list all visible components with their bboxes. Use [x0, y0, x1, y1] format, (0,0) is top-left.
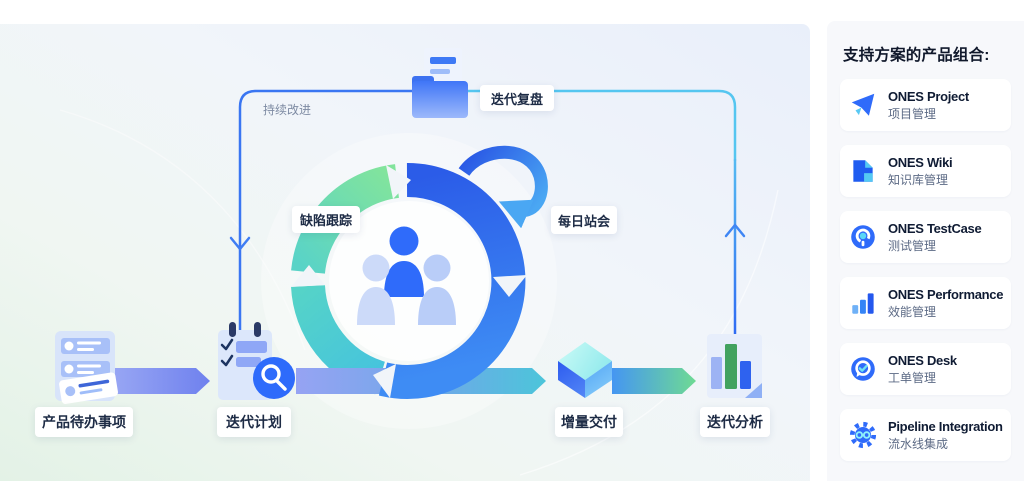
power-target-icon: [848, 222, 878, 252]
label-incremental-delivery: 增量交付: [555, 407, 623, 437]
delivery-cube-icon: [558, 342, 612, 398]
label-iteration-analysis: 迭代分析: [700, 407, 770, 437]
backlog-list-icon: [55, 331, 118, 404]
product-card-pipeline-integration[interactable]: Pipeline Integration 流水线集成: [840, 409, 1011, 461]
product-card-ones-project[interactable]: ONES Project 项目管理: [840, 79, 1011, 131]
arrow-up-chevron: [724, 223, 746, 238]
continuous-improvement-note: 持续改进: [263, 103, 312, 117]
daily-standup-curl-arrow: [458, 145, 548, 229]
product-name: ONES Project: [888, 88, 969, 104]
chat-check-icon: [848, 354, 878, 384]
label-iteration-review: 迭代复盘: [480, 85, 554, 111]
product-subtitle: 知识库管理: [888, 172, 949, 187]
product-card-ones-desk[interactable]: ONES Desk 工单管理: [840, 343, 1011, 395]
sidebar-title: 支持方案的产品组合:: [843, 47, 990, 64]
team-people-icon: [357, 226, 456, 325]
flow-arrow-delivery-to-analysis: [612, 368, 696, 394]
analysis-chart-icon: [707, 334, 762, 398]
product-name: Pipeline Integration: [888, 418, 1003, 434]
label-product-backlog: 产品待办事项: [35, 407, 133, 437]
ring-segment-notches: [291, 165, 527, 398]
product-subtitle: 项目管理: [888, 106, 937, 121]
bar-chart-icon: [848, 288, 878, 318]
product-subtitle: 测试管理: [888, 238, 937, 253]
agile-workflow-diagram-panel: 持续改进 迭代复盘 缺陷跟踪 每日站会 产品待办事项 迭代计划 增量交付 迭代分…: [0, 24, 810, 481]
product-name: ONES Performance: [888, 286, 1004, 302]
document-icon: [848, 156, 878, 186]
product-card-ones-testcase[interactable]: ONES TestCase 测试管理: [840, 211, 1011, 263]
product-name: ONES Wiki: [888, 154, 953, 170]
flow-arrow-backlog-to-planning: [108, 368, 210, 394]
gear-infinity-icon: [848, 420, 878, 450]
product-card-ones-wiki[interactable]: ONES Wiki 知识库管理: [840, 145, 1011, 197]
label-iteration-planning: 迭代计划: [217, 407, 291, 437]
product-name: ONES TestCase: [888, 220, 982, 236]
label-daily-standup: 每日站会: [551, 206, 617, 234]
label-defect-tracking: 缺陷跟踪: [292, 206, 360, 233]
review-folder-icon: [412, 48, 468, 118]
product-portfolio-sidebar: 支持方案的产品组合: ONES Project 项目管理: [827, 21, 1024, 481]
product-card-ones-performance[interactable]: ONES Performance 效能管理: [840, 277, 1011, 329]
product-subtitle: 效能管理: [888, 304, 937, 319]
magnifier-icon: [253, 357, 295, 399]
continuous-improvement-loop-line: [229, 89, 746, 336]
paper-plane-icon: [848, 90, 878, 120]
product-subtitle: 流水线集成: [888, 436, 949, 451]
product-subtitle: 工单管理: [888, 370, 937, 385]
product-name: ONES Desk: [888, 352, 957, 368]
arrow-down-chevron: [229, 236, 251, 251]
